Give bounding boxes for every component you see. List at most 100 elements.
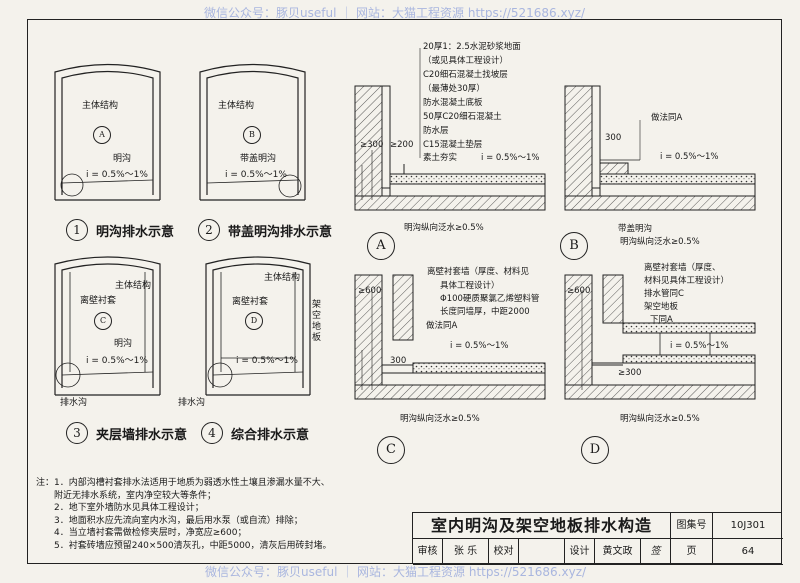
title-block: 室内明沟及架空地板排水构造 图集号 10J301 审核 张 乐 校对 设计 黄文… xyxy=(412,512,783,565)
diagram-1-drawing xyxy=(54,63,161,201)
detail-D-bottom-note: 明沟纵向泛水≥0.5% xyxy=(620,414,700,424)
detail-C-layer-1: 离壁衬套墙（厚度、材料见 xyxy=(427,267,530,277)
detail-A-bottom-note: 明沟纵向泛水≥0.5% xyxy=(404,223,484,233)
detail-B-cover-label: 带盖明沟 xyxy=(618,224,653,234)
note-line: 2．地下室外墙防水见具体工程设计； xyxy=(54,503,204,513)
row-reviewer-label: 审核 xyxy=(413,539,443,565)
d3-caption: 夹层墙排水示意 xyxy=(96,428,188,443)
d3-drain-label: 排水沟 xyxy=(60,398,88,408)
d3-number-marker: 3 xyxy=(66,422,88,444)
watermark-bottom: 微信公众号：豚贝useful ｜ 网站：大猫工程资源 https://52168… xyxy=(205,565,587,579)
detail-A-layer-2: （或见具体工程设计） xyxy=(423,56,509,66)
detail-C-slope: i = 0.5%～1% xyxy=(450,341,509,351)
note-line: 注：1．内部沟槽衬套排水法适用于地质为弱透水性土壤且渗漏水量不大、 xyxy=(36,477,332,490)
detail-B-dim: 300 xyxy=(605,133,622,143)
detail-C-layer-4: 长度同墙厚，中距2000 xyxy=(440,307,530,317)
detail-C-dim-2: 300 xyxy=(390,356,407,366)
row-designer-name: 黄文政 xyxy=(595,539,641,565)
diagram-4-drawing xyxy=(205,256,311,396)
detail-D-layer-4: 架空地板 xyxy=(644,302,679,312)
detail-C-letter: C xyxy=(386,442,396,457)
d1-number: 1 xyxy=(73,223,81,237)
d3-number: 3 xyxy=(73,426,81,440)
d3-reference-marker: C xyxy=(94,312,112,330)
d4-number: 4 xyxy=(208,426,216,440)
d2-structure-label: 主体结构 xyxy=(218,101,255,111)
d2-slope-label: i = 0.5%～1% xyxy=(225,170,287,180)
detail-A-layer-4: （最薄处30厚） xyxy=(423,84,485,94)
d2-reference-marker: B xyxy=(243,126,261,144)
detail-C-layer-2: 具体工程设计） xyxy=(440,281,500,291)
d3-wall-label: 离壁衬套 xyxy=(80,296,117,306)
row-reviewer-name: 张 乐 xyxy=(443,539,489,565)
d2-number-marker: 2 xyxy=(198,219,220,241)
detail-D-letter: D xyxy=(589,442,601,457)
detail-B-note: 做法同A xyxy=(651,113,683,123)
d3-slope-label: i = 0.5%～1% xyxy=(86,356,148,366)
detail-A-layer-5: 防水混凝土底板 xyxy=(423,98,483,108)
detail-C-bottom-note: 明沟纵向泛水≥0.5% xyxy=(400,414,480,424)
d1-caption: 明沟排水示意 xyxy=(96,225,175,240)
detail-D-drawing xyxy=(564,274,756,400)
detail-A-letter: A xyxy=(376,238,386,253)
row-signature: 签 xyxy=(641,539,671,565)
detail-A-layer-7: 防水层 xyxy=(423,126,449,136)
detail-D-layer-1: 离壁衬套墙（厚度、 xyxy=(644,263,721,273)
detail-B-drawing xyxy=(564,85,756,211)
d4-caption: 综合排水示意 xyxy=(231,428,310,443)
d3-structure-label: 主体结构 xyxy=(115,281,152,291)
diagram-3-drawing xyxy=(54,256,161,396)
d2-ditch-label: 带盖明沟 xyxy=(240,154,277,164)
note-line: 3．地面积水应先流向室内水沟，最后用水泵（或自流）排除； xyxy=(54,515,303,526)
detail-C-marker: C xyxy=(377,436,405,464)
d1-ditch-label: 明沟 xyxy=(113,154,132,164)
detail-C-drawing xyxy=(354,274,546,400)
d4-floor-label: 架空地板 xyxy=(312,300,322,343)
detail-A-dim-1: ≥300 xyxy=(360,140,384,150)
d3-ref-letter: C xyxy=(99,316,107,325)
d4-number-marker: 4 xyxy=(201,422,223,444)
detail-A-layer-9: 素土夯实 xyxy=(423,153,458,163)
d2-number: 2 xyxy=(205,223,213,237)
d4-drain-label: 排水沟 xyxy=(178,398,206,408)
detail-A-layer-3: C20细石混凝土找坡层 xyxy=(423,70,508,80)
page-number: 64 xyxy=(713,539,783,565)
d2-ref-letter: B xyxy=(249,130,255,139)
watermark-top: 微信公众号：豚贝useful ｜ 网站：大猫工程资源 https://52168… xyxy=(204,6,586,20)
d1-structure-label: 主体结构 xyxy=(82,101,119,111)
d1-ref-letter: A xyxy=(99,130,105,139)
detail-D-dim-1: ≥600 xyxy=(567,286,591,296)
page-label: 页 xyxy=(671,539,713,565)
atlas-number: 10J301 xyxy=(713,513,783,539)
detail-A-layer-8: C15混凝土垫层 xyxy=(423,140,483,150)
d3-ditch-label: 明沟 xyxy=(114,339,133,349)
notes-head: 注： xyxy=(36,478,55,488)
d4-slope-label: i = 0.5%～1% xyxy=(236,356,298,366)
d4-ref-letter: D xyxy=(250,316,258,325)
note-line: 5．衬套砖墙应预留240×500清灰孔，中距5000，清灰后用砖封堵。 xyxy=(54,540,332,551)
detail-B-letter: B xyxy=(569,238,579,253)
detail-D-layer-3: 排水管同C xyxy=(644,289,684,299)
detail-B-slope: i = 0.5%～1% xyxy=(660,152,719,162)
detail-C-layer-3: Φ100硬质聚氯乙烯塑料管 xyxy=(440,294,540,304)
notes-block: 注：1．内部沟槽衬套排水法适用于地质为弱透水性土壤且渗漏水量不大、 附近无排水系… xyxy=(36,477,332,552)
d1-number-marker: 1 xyxy=(66,219,88,241)
d1-reference-marker: A xyxy=(93,126,111,144)
detail-A-layer-6: 50厚C20细石混凝土 xyxy=(423,112,502,122)
detail-B-bottom-note: 明沟纵向泛水≥0.5% xyxy=(620,237,700,247)
d4-structure-label: 主体结构 xyxy=(264,273,301,283)
detail-A-drawing xyxy=(354,48,546,211)
detail-A-dim-2: ≥200 xyxy=(390,140,414,150)
d1-slope-label: i = 0.5%～1% xyxy=(86,170,148,180)
detail-B-marker: B xyxy=(560,232,588,260)
detail-D-layer-2: 材料见具体工程设计） xyxy=(644,276,730,286)
detail-D-layer-5: 下同A xyxy=(650,315,673,325)
atlas-label: 图集号 xyxy=(671,513,713,539)
detail-D-dim-2: ≥300 xyxy=(618,368,642,378)
drawing-title: 室内明沟及架空地板排水构造 xyxy=(413,513,671,539)
detail-D-marker: D xyxy=(581,436,609,464)
diagram-2-drawing xyxy=(199,63,306,201)
note-line: 4．当立墙衬套需做检修夹层时，净宽应≥600； xyxy=(54,528,247,538)
row-checker-label: 校对 xyxy=(489,539,519,565)
